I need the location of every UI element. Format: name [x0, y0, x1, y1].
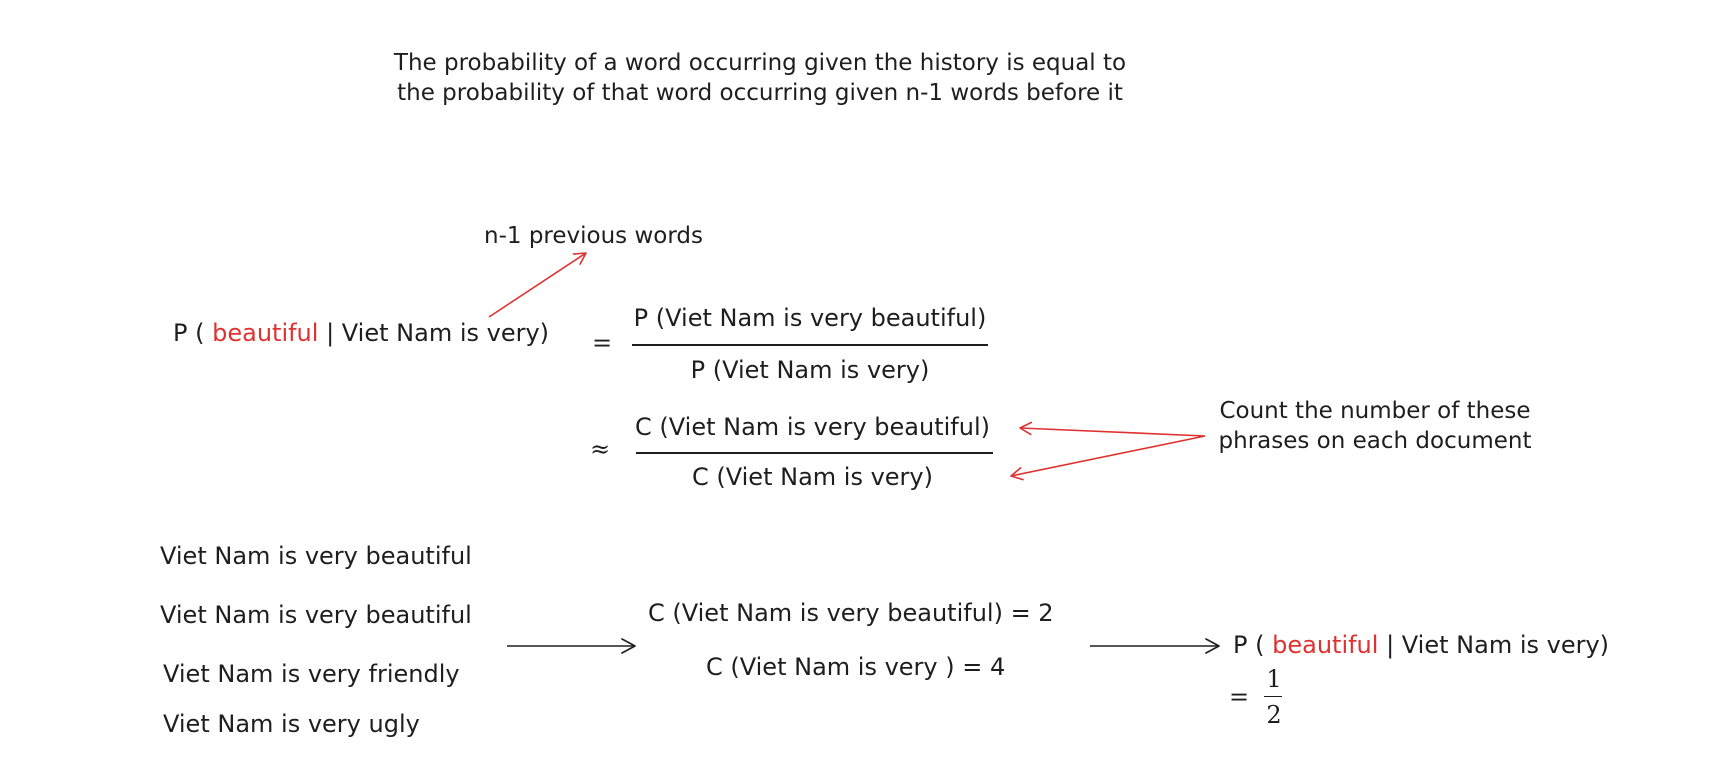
annotation-count-phrases: Count the number of these phrases on eac… [1195, 396, 1555, 456]
formula2-fraction-bar [636, 452, 993, 454]
result-target-word: beautiful [1272, 631, 1379, 659]
header-line-2: the probability of that word occurring g… [397, 80, 1123, 106]
formula1-numerator: P (Viet Nam is very beautiful) [633, 304, 987, 332]
document-1: Viet Nam is very beautiful [160, 542, 472, 570]
count-numerator: C (Viet Nam is very beautiful) = 2 [648, 599, 1054, 627]
formula-p-open: P ( [173, 319, 205, 347]
formula1-fraction-bar [632, 344, 988, 346]
document-4: Viet Nam is very ugly [163, 710, 420, 738]
annotation-previous-words: n-1 previous words [484, 223, 703, 249]
document-3: Viet Nam is very friendly [163, 660, 460, 688]
formula-equals: = [592, 329, 613, 357]
result-equals: = [1229, 683, 1250, 711]
annotation-count-line-1: Count the number of these [1219, 398, 1531, 424]
formula-approx: ≈ [590, 435, 611, 463]
formula2-numerator: C (Viet Nam is very beautiful) [635, 413, 990, 441]
result-p-open: P ( [1233, 631, 1265, 659]
header-line-1: The probability of a word occurring give… [393, 50, 1127, 76]
arrow-to-previous-words [488, 252, 587, 318]
result-denominator: 2 [1266, 701, 1282, 729]
formula-conditional-probability: P ( beautiful | Viet Nam is very) [173, 318, 549, 348]
result-fraction-bar [1264, 696, 1282, 697]
formula2-denominator: C (Viet Nam is very) [692, 463, 933, 491]
count-denominator: C (Viet Nam is very ) = 4 [706, 653, 1006, 681]
formula-given-history: | Viet Nam is very) [326, 319, 550, 347]
header-text: The probability of a word occurring give… [380, 48, 1140, 108]
result-given-history: | Viet Nam is very) [1386, 631, 1610, 659]
annotation-count-line-2: phrases on each document [1218, 428, 1532, 454]
formula-target-word: beautiful [212, 319, 319, 347]
arrow-to-count-numerator [1019, 421, 1206, 437]
result-conditional-probability: P ( beautiful | Viet Nam is very) [1233, 630, 1609, 660]
result-numerator: 1 [1266, 665, 1282, 693]
arrow-to-count-denominator [1010, 435, 1206, 481]
document-2: Viet Nam is very beautiful [160, 601, 472, 629]
formula1-denominator: P (Viet Nam is very) [690, 356, 930, 384]
